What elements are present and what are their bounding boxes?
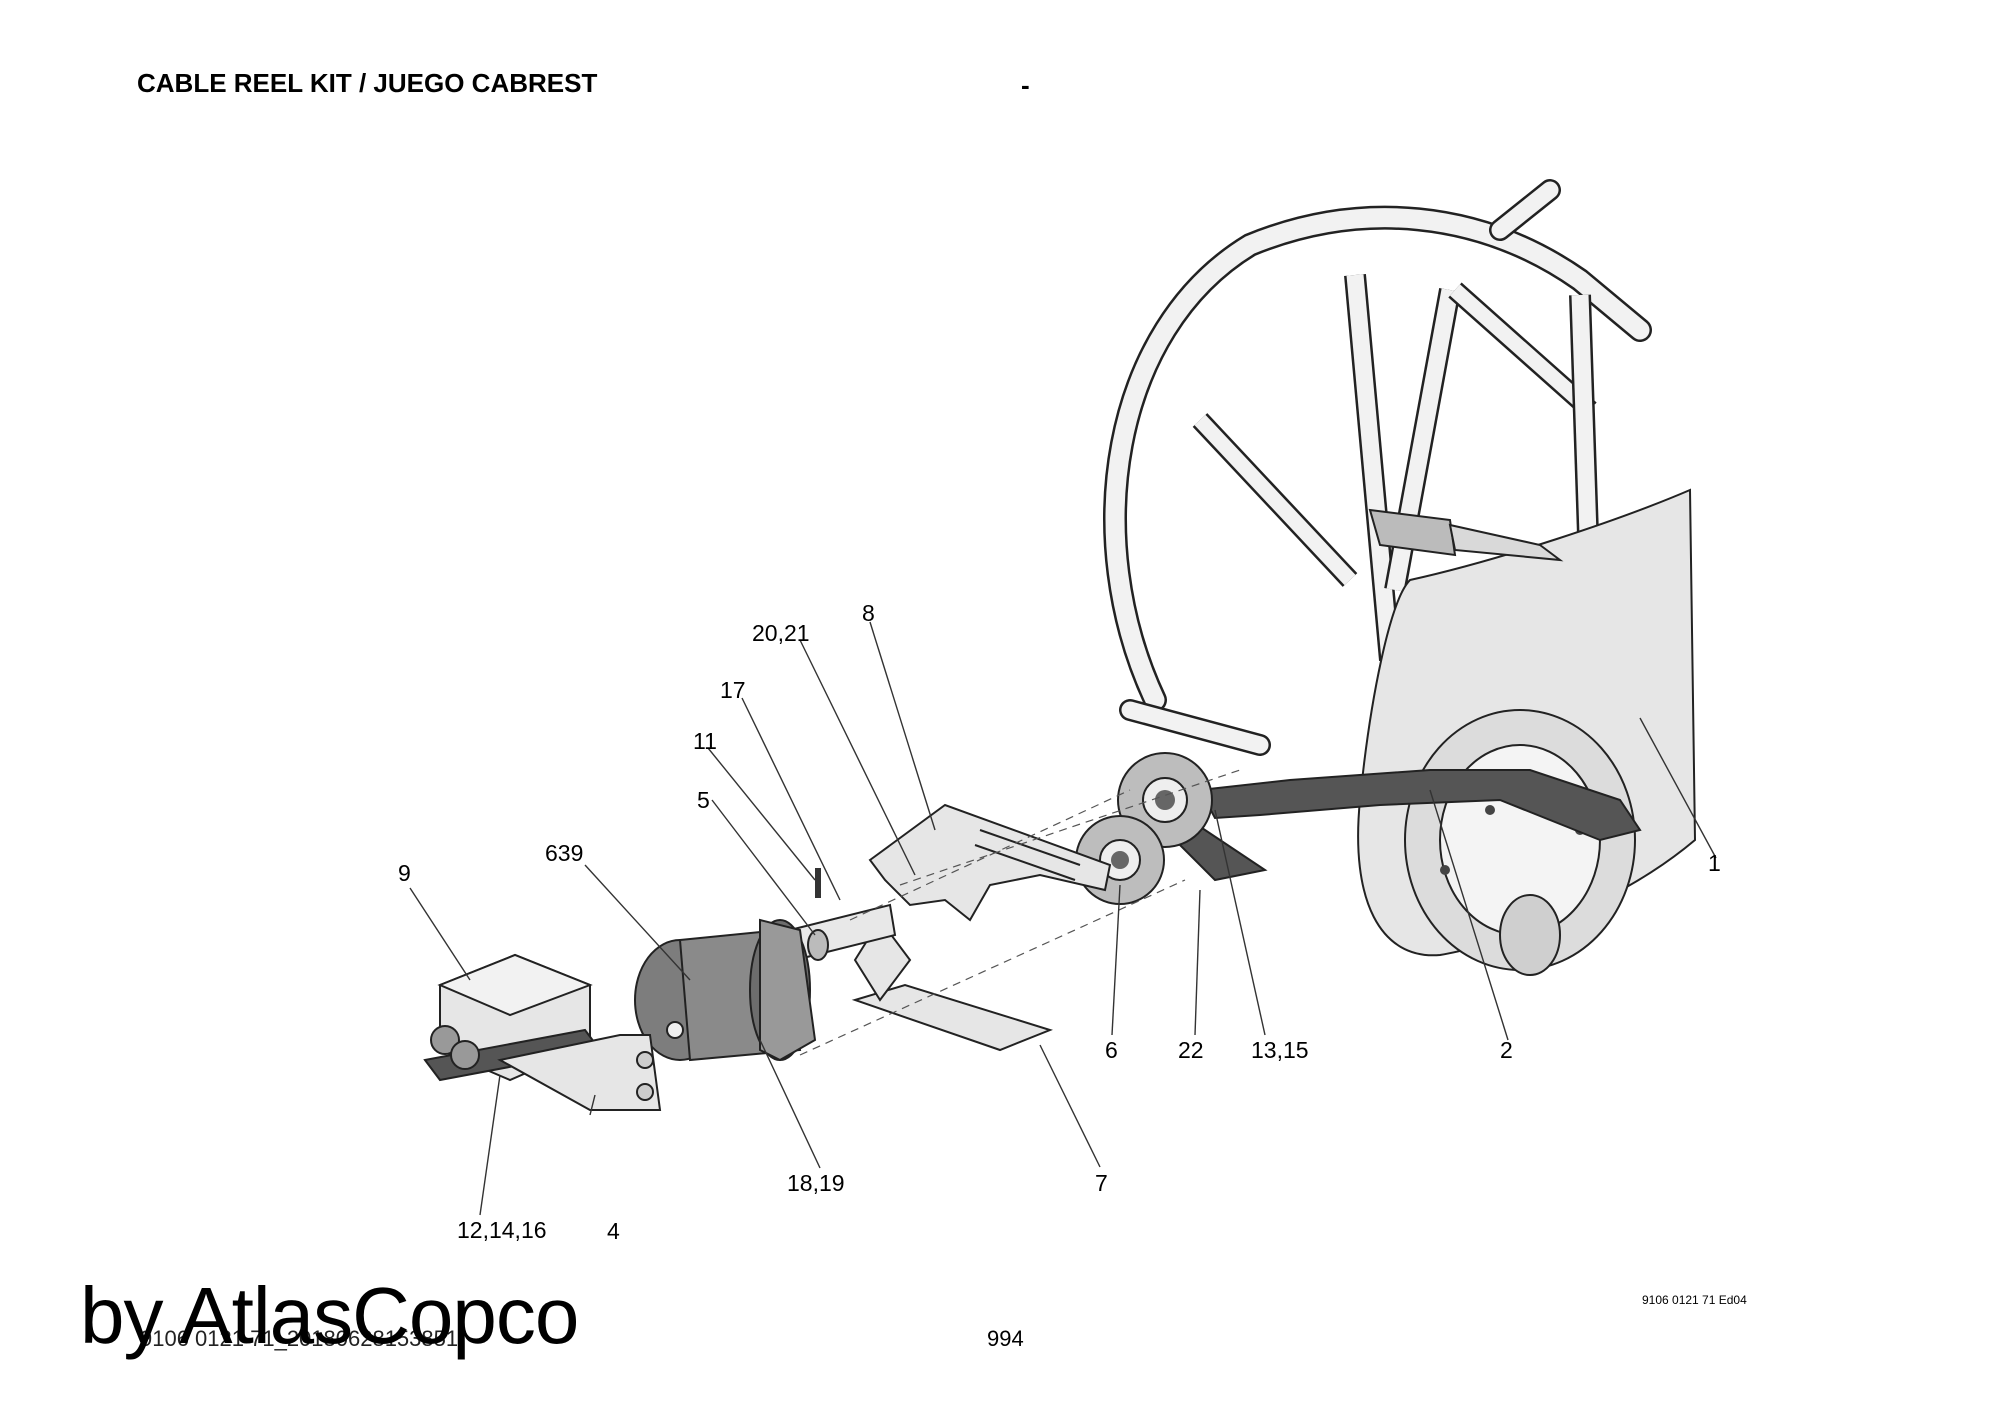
callout-1: 1 <box>1708 850 1721 876</box>
header-separator: - <box>1021 70 1030 100</box>
leader-lines <box>409 621 1717 1216</box>
callout-4: 4 <box>607 1218 620 1244</box>
hydraulic-motor <box>634 918 817 1062</box>
callout-13-15: 13,15 <box>1251 1037 1309 1063</box>
source-filename: 9106 0121 71_20180628153851 <box>140 1326 459 1351</box>
callout-20-21: 20,21 <box>752 620 810 646</box>
callout-22: 22 <box>1178 1037 1204 1063</box>
upper-bracket <box>868 803 1112 922</box>
valve-bracket <box>497 1034 662 1111</box>
callout-17: 17 <box>720 677 746 703</box>
callout-11: 11 <box>693 728 717 754</box>
page-number: 994 <box>987 1326 1024 1351</box>
callout-8: 8 <box>862 600 875 626</box>
callout-2: 2 <box>1500 1037 1513 1063</box>
lower-bracket <box>851 918 1053 1052</box>
callout-5: 5 <box>697 787 710 813</box>
assembly-lines <box>799 769 1241 1056</box>
callout-7: 7 <box>1095 1170 1108 1196</box>
callout-6: 6 <box>1105 1037 1118 1063</box>
watermark-text: by AtlasCopco <box>80 1271 579 1360</box>
callout-639: 639 <box>545 840 584 866</box>
callout-9: 9 <box>398 860 411 886</box>
callout-12-14-16: 12,14,16 <box>457 1217 547 1243</box>
callout-18-19: 18,19 <box>787 1170 845 1196</box>
page-title: CABLE REEL KIT / JUEGO CABREST <box>137 68 598 98</box>
reel-drum <box>1357 488 1697 976</box>
document-reference: 9106 0121 71 Ed04 <box>1642 1293 1747 1307</box>
cable-grip <box>1368 508 1564 562</box>
